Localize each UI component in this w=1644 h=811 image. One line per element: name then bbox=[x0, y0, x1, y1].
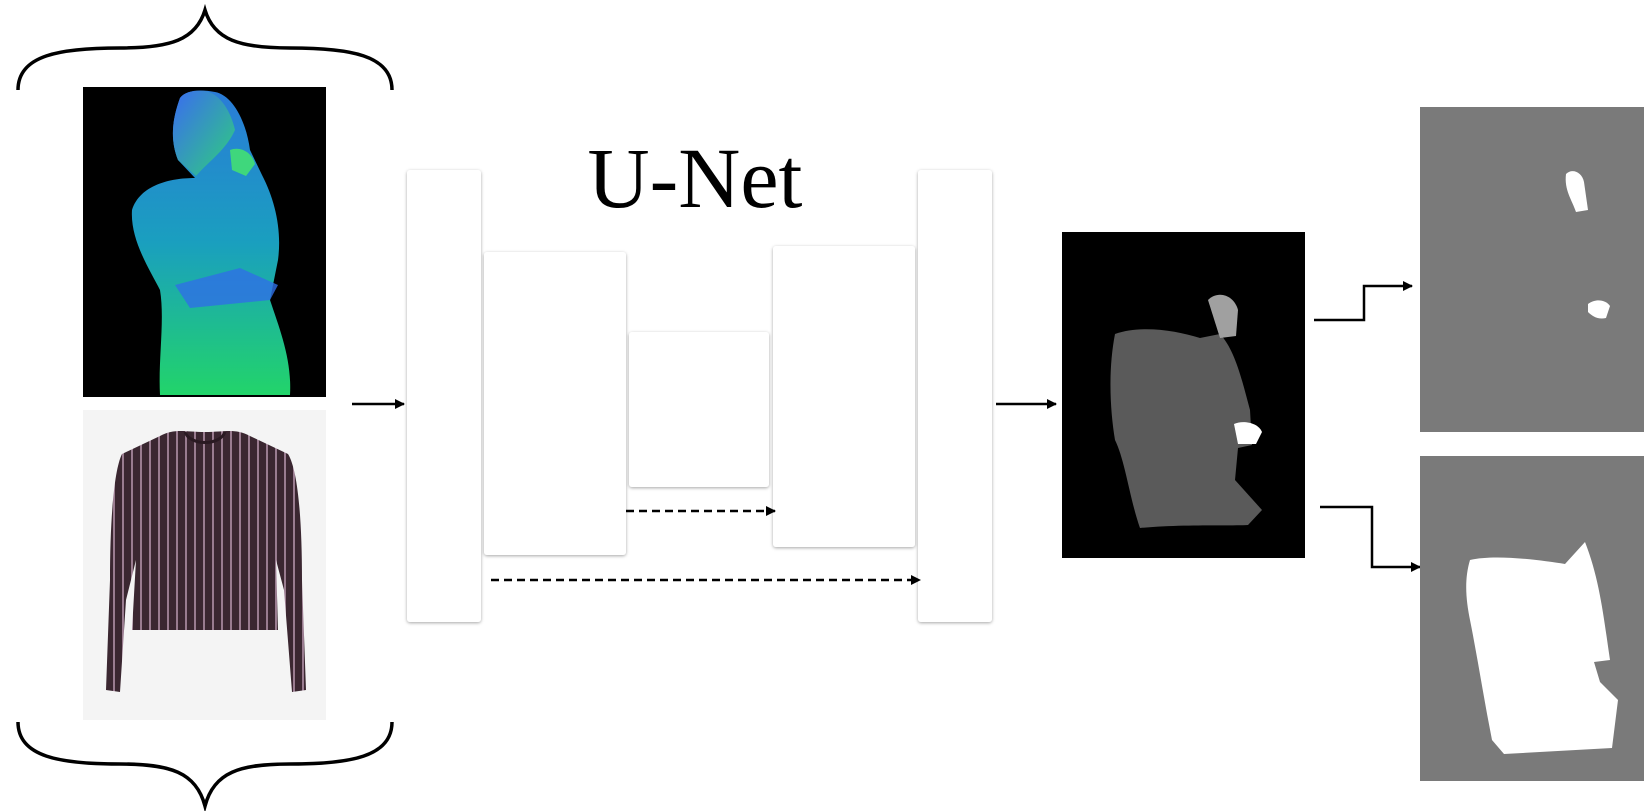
encoder-block-2 bbox=[484, 252, 626, 555]
top-brace bbox=[16, 3, 394, 91]
bottom-brace bbox=[16, 721, 394, 811]
encoder-block-1 bbox=[407, 170, 481, 622]
split-arrow-bottom bbox=[1320, 505, 1421, 572]
unet-title: U-Net bbox=[587, 130, 803, 226]
garment-image bbox=[83, 410, 326, 720]
unet-blocks bbox=[407, 170, 992, 622]
decoder-block-1 bbox=[773, 246, 915, 547]
torso-mask-image bbox=[1420, 456, 1644, 781]
pose-map-image bbox=[83, 87, 326, 397]
decoder-block-2 bbox=[918, 170, 992, 622]
arms-mask-image bbox=[1420, 107, 1644, 432]
split-arrow-top bbox=[1314, 281, 1413, 322]
segmentation-map-image bbox=[1062, 232, 1305, 558]
bottleneck-block bbox=[629, 332, 769, 487]
